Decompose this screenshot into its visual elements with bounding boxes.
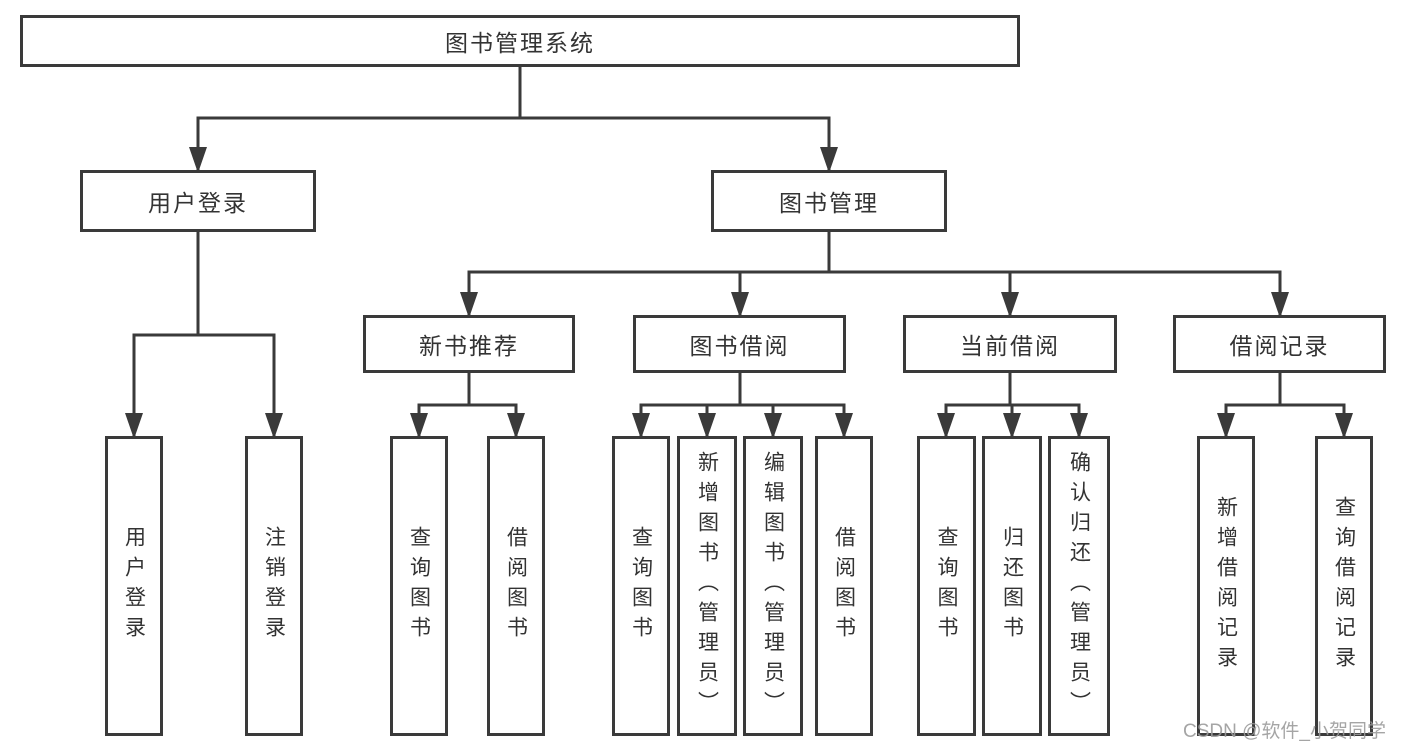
- leaf-add-books-admin: 新增图书（管理员）: [677, 436, 737, 736]
- leaf-query-books-current: 查询图书: [917, 436, 976, 736]
- leaf-borrow-books-borrowing: 借阅图书: [815, 436, 873, 736]
- leaf-query-borrow-record: 查询借阅记录: [1315, 436, 1373, 736]
- leaf-confirm-return-admin: 确认归还（管理员）: [1048, 436, 1110, 736]
- leaf-query-borrow-record-label: 查询借阅记录: [1332, 496, 1356, 676]
- leaf-return-books-label: 归还图书: [1000, 526, 1024, 646]
- node-new-book-recommendation: 新书推荐: [363, 315, 575, 373]
- leaf-user-login-label: 用户登录: [122, 526, 146, 646]
- leaf-borrow-books-recommend: 借阅图书: [487, 436, 545, 736]
- leaf-query-books-borrowing: 查询图书: [612, 436, 670, 736]
- node-book-borrowing-label: 图书借阅: [689, 333, 790, 359]
- leaf-add-borrow-record: 新增借阅记录: [1197, 436, 1255, 736]
- node-book-management-label: 图书管理: [779, 190, 879, 216]
- leaf-query-books-borrowing-label: 查询图书: [629, 526, 653, 646]
- node-new-book-recommendation-label: 新书推荐: [419, 333, 519, 359]
- node-book-management: 图书管理: [711, 170, 947, 232]
- leaf-query-books-recommend-label: 查询图书: [407, 526, 431, 646]
- leaf-return-books: 归还图书: [982, 436, 1042, 736]
- leaf-add-books-admin-label: 新增图书（管理员）: [695, 451, 719, 721]
- node-user-login-label: 用户登录: [148, 190, 248, 216]
- node-user-login: 用户登录: [80, 170, 316, 232]
- leaf-borrow-books-borrowing-label: 借阅图书: [832, 526, 856, 646]
- node-current-borrowing-label: 当前借阅: [960, 333, 1060, 359]
- node-root-library-system: 图书管理系统: [20, 15, 1020, 67]
- node-root-label: 图书管理系统: [445, 30, 595, 56]
- leaf-query-books-current-label: 查询图书: [935, 526, 958, 646]
- leaf-borrow-books-recommend-label: 借阅图书: [504, 526, 528, 646]
- leaf-confirm-return-admin-label: 确认归还（管理员）: [1067, 451, 1091, 721]
- leaf-query-books-recommend: 查询图书: [390, 436, 448, 736]
- leaf-add-borrow-record-label: 新增借阅记录: [1214, 496, 1238, 676]
- csdn-watermark: CSDN @软件_小贺同学: [1183, 721, 1386, 742]
- leaf-edit-books-admin-label: 编辑图书（管理员）: [761, 451, 785, 721]
- leaf-logout-label: 注销登录: [262, 526, 286, 646]
- node-book-borrowing: 图书借阅: [633, 315, 846, 373]
- node-borrow-records: 借阅记录: [1173, 315, 1386, 373]
- node-borrow-records-label: 借阅记录: [1229, 333, 1330, 359]
- leaf-edit-books-admin: 编辑图书（管理员）: [743, 436, 803, 736]
- leaf-logout: 注销登录: [245, 436, 303, 736]
- leaf-user-login: 用户登录: [105, 436, 163, 736]
- node-current-borrowing: 当前借阅: [903, 315, 1117, 373]
